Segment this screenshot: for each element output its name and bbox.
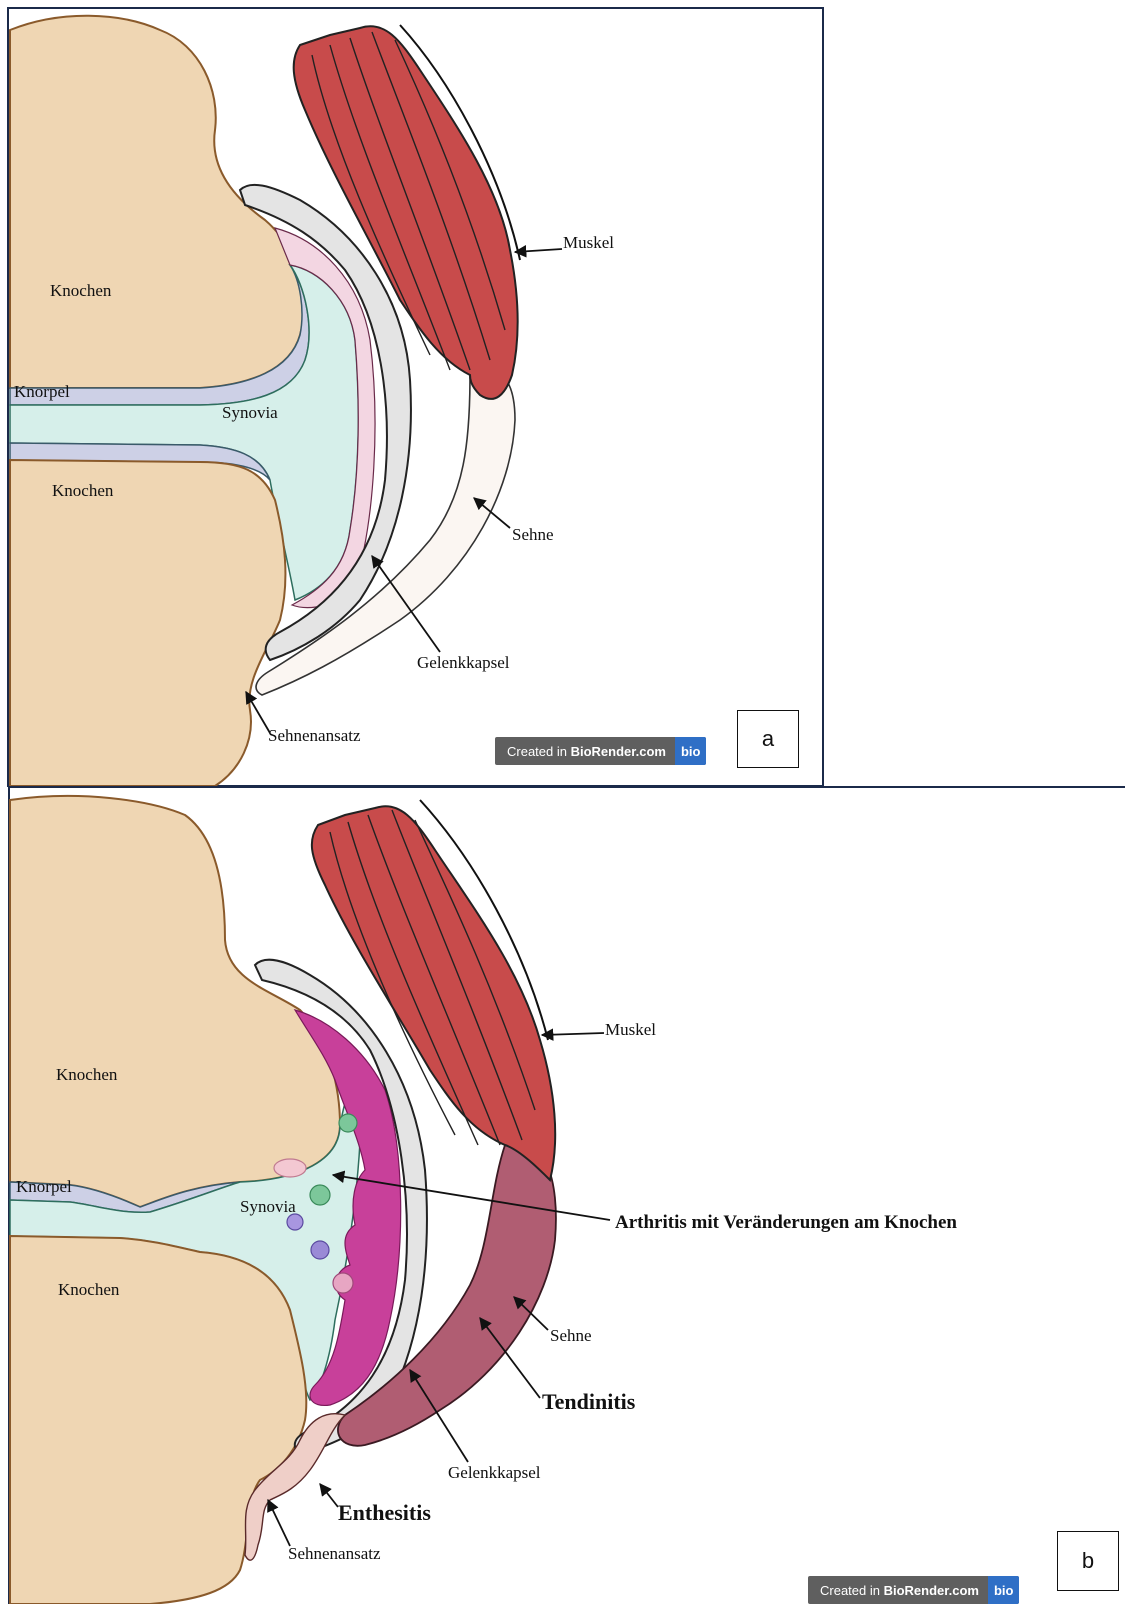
- label-b-bone-bottom: Knochen: [58, 1280, 120, 1299]
- label-b-bone-top: Knochen: [56, 1065, 118, 1084]
- immune-cell-5: [274, 1159, 306, 1177]
- label-b-tendinitis: Tendinitis: [542, 1389, 636, 1414]
- immune-cell-4: [333, 1273, 353, 1293]
- label-b-capsule: Gelenkkapsel: [448, 1463, 541, 1482]
- label-a-synovia: Synovia: [222, 403, 278, 422]
- immune-cell-1: [339, 1114, 357, 1132]
- label-b-arthritis: Arthritis mit Veränderungen am Knochen: [615, 1212, 957, 1233]
- arrow-b-insertion: [268, 1500, 290, 1546]
- panel-a-tag: a: [737, 710, 799, 768]
- label-a-capsule: Gelenkkapsel: [417, 653, 510, 672]
- label-b-tendon: Sehne: [550, 1326, 592, 1345]
- panel-a: Knochen Knorpel Synovia Knochen Muskel S…: [8, 8, 823, 786]
- label-b-muscle: Muskel: [605, 1020, 656, 1039]
- biorender-credit-a: Created in BioRender.com bio: [495, 737, 706, 765]
- label-a-muscle: Muskel: [563, 233, 614, 252]
- arrow-b-muscle: [542, 1033, 604, 1035]
- lower-bone-shape: [10, 460, 285, 786]
- immune-cell-6: [287, 1214, 303, 1230]
- label-b-cartilage: Knorpel: [16, 1177, 72, 1196]
- immune-cell-2: [310, 1185, 330, 1205]
- label-a-cartilage: Knorpel: [14, 382, 70, 401]
- label-b-insertion: Sehnenansatz: [288, 1544, 381, 1563]
- label-a-tendon: Sehne: [512, 525, 554, 544]
- label-a-bone-top: Knochen: [50, 281, 112, 300]
- biorender-credit-b: Created in BioRender.com bio: [808, 1576, 1019, 1604]
- label-a-insertion: Sehnenansatz: [268, 726, 361, 745]
- panel-b-tag: b: [1057, 1531, 1119, 1591]
- arrow-b-enthesitis: [320, 1484, 338, 1507]
- credit-b-text: Created in BioRender.com: [808, 1583, 988, 1598]
- upper-bone-shape-b: [10, 796, 340, 1207]
- label-b-synovia: Synovia: [240, 1197, 296, 1216]
- label-a-bone-bottom: Knochen: [52, 481, 114, 500]
- lower-bone-shape-b: [10, 1236, 306, 1604]
- immune-cell-3: [311, 1241, 329, 1259]
- biorender-logo-icon: bio: [675, 737, 707, 765]
- biorender-logo-icon-b: bio: [988, 1576, 1020, 1604]
- label-b-enthesitis: Enthesitis: [338, 1500, 431, 1525]
- panel-b: Knochen Knorpel Synovia Knochen Muskel A…: [8, 787, 1125, 1604]
- credit-a-text: Created in BioRender.com: [495, 744, 675, 759]
